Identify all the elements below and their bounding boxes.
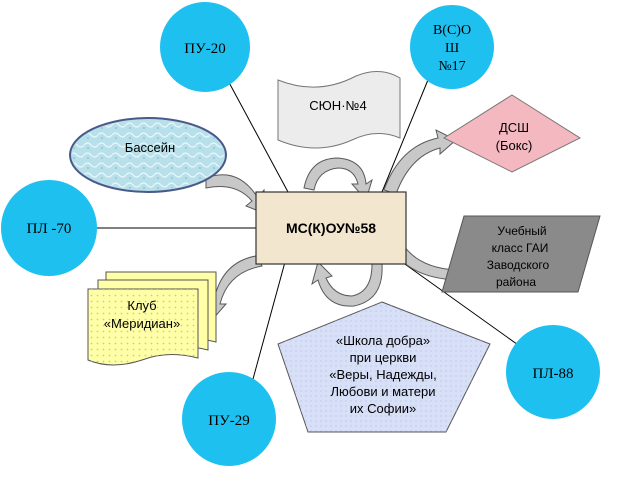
gai-line4: района bbox=[496, 275, 536, 289]
circle-pl88: ПЛ-88 bbox=[506, 325, 600, 419]
circle-pl70: ПЛ -70 bbox=[1, 180, 97, 276]
circle-pu29: ПУ-29 bbox=[182, 372, 276, 466]
dssh-line1: ДСШ bbox=[499, 120, 529, 135]
circle-shape bbox=[182, 372, 276, 466]
circle-shape bbox=[410, 5, 494, 89]
center-node: МС(К)ОУ№58 bbox=[255, 191, 407, 265]
church-line2: при церкви bbox=[350, 350, 417, 365]
vso-line3: №17 bbox=[438, 59, 465, 74]
gai-line3: Заводского bbox=[487, 258, 550, 272]
circle-shape bbox=[1, 180, 97, 276]
node-syun: СЮН·№4 bbox=[277, 71, 401, 149]
gai-line1: Учебный bbox=[497, 224, 546, 238]
club-line1: Клуб bbox=[127, 298, 156, 313]
club-line2: «Меридиан» bbox=[104, 316, 180, 331]
syun-label: СЮН·№4 bbox=[309, 98, 366, 113]
gai-line2: класс ГАИ bbox=[492, 241, 549, 255]
church-line5: их Софии» bbox=[350, 401, 416, 416]
vso-line2: Ш bbox=[445, 41, 459, 56]
node-pool: Бассейн bbox=[69, 117, 227, 193]
node-gai: Учебный класс ГАИ Заводского района bbox=[441, 215, 601, 293]
connector-lines bbox=[96, 74, 529, 391]
vso-line1: В(С)О bbox=[433, 23, 471, 38]
circle-shape bbox=[160, 2, 250, 92]
arrow-church bbox=[311, 261, 383, 307]
line-pu29 bbox=[249, 261, 286, 391]
pu29-label: ПУ-29 bbox=[208, 413, 249, 429]
doc-texture bbox=[88, 289, 198, 365]
line-vso bbox=[381, 74, 431, 193]
center-box bbox=[255, 191, 407, 265]
node-church: «Школа добра» при церкви «Веры, Надежды,… bbox=[277, 301, 491, 433]
circle-shape bbox=[506, 325, 600, 419]
ellipse-texture bbox=[72, 120, 224, 190]
church-line1: «Школа добра» bbox=[336, 333, 430, 348]
circle-vso: В(С)О Ш №17 bbox=[410, 5, 494, 89]
pentagon-texture bbox=[278, 302, 490, 432]
church-line3: «Веры, Надежды, bbox=[329, 367, 436, 382]
parallelogram-shape bbox=[441, 215, 601, 293]
flag-shape bbox=[277, 71, 401, 149]
circle-pu20: ПУ-20 bbox=[160, 2, 250, 92]
pl70-label: ПЛ -70 bbox=[27, 221, 72, 237]
line-pl88 bbox=[401, 261, 529, 353]
pl88-label: ПЛ-88 bbox=[532, 366, 573, 382]
node-dssh: ДСШ (Бокс) bbox=[442, 94, 582, 173]
dssh-line2: (Бокс) bbox=[496, 138, 533, 153]
diamond-shape bbox=[442, 94, 582, 173]
pool-label: Бассейн bbox=[125, 140, 175, 155]
pu20-label: ПУ-20 bbox=[184, 41, 225, 57]
line-pu20 bbox=[224, 74, 289, 193]
church-line4: Любови и матери bbox=[330, 384, 435, 399]
center-label: МС(К)ОУ№58 bbox=[286, 220, 376, 236]
node-club: Клуб «Меридиан» bbox=[87, 271, 217, 366]
